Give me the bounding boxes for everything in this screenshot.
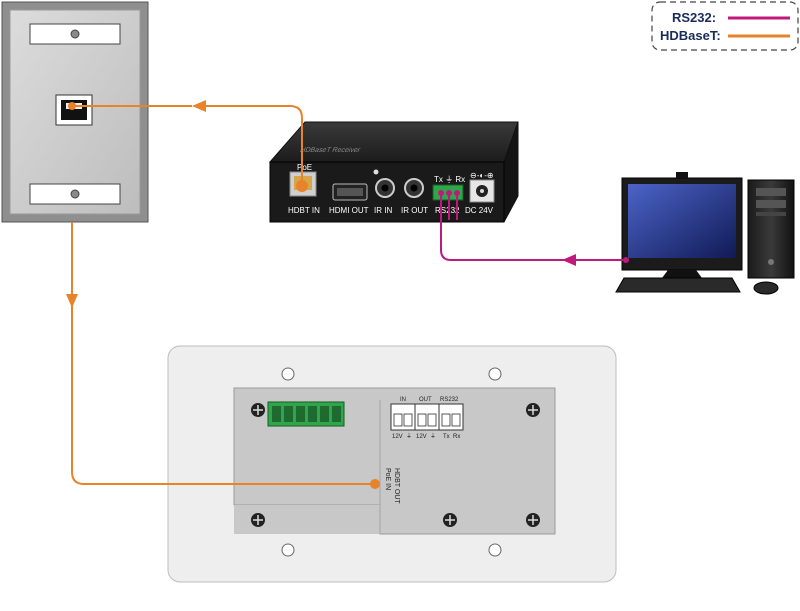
hdbaset-cable-receiver <box>192 100 308 192</box>
screw-hole-bottom <box>70 189 80 199</box>
rs232-label: RS232 <box>435 206 460 215</box>
status-led <box>373 169 379 175</box>
mouse <box>753 281 779 295</box>
computer <box>615 172 795 295</box>
plate-hole-tr <box>488 367 502 381</box>
wp-hdbt-out-label: HDBT OUT <box>393 468 400 504</box>
legend: RS232: HDBaseT: <box>651 1 799 51</box>
wp-poe-in-label: PoE IN <box>384 468 391 490</box>
poe-label: PoE <box>297 163 312 172</box>
rs232-cable <box>440 193 629 266</box>
plate-hole-tl <box>281 367 295 381</box>
plate-hole-bl <box>281 543 295 557</box>
monitor-screen <box>628 184 736 258</box>
wp-pin-label-2: 12V <box>416 434 427 440</box>
hdbaset-receiver: HDBaseT Receiver PoE HDBT IN HDMI OUT IR… <box>268 121 519 223</box>
legend-hdbaset-label: HDBaseT: <box>660 28 721 43</box>
wp-pin-label-4: Tx <box>443 434 450 440</box>
dc-polarity-label: ⊖-◐-⊕ <box>470 171 494 180</box>
keyboard <box>615 277 741 293</box>
ir-out-label: IR OUT <box>401 206 428 215</box>
receiver-top-label: HDBaseT Receiver <box>299 145 362 154</box>
wp-pin-label-1: ⏚ <box>406 433 412 440</box>
hdbaset-cable-wallplate <box>66 222 380 489</box>
wp-rs232-label: RS232 <box>440 397 459 403</box>
hdmi-out-label: HDMI OUT <box>329 206 369 215</box>
wp-out-label: OUT <box>419 397 432 403</box>
hdbaset-cable-jack-link <box>68 102 192 110</box>
hdbt-in-label: HDBT IN <box>288 206 320 215</box>
plate-hole-br <box>488 543 502 557</box>
wp-pin-label-5: Rx <box>453 434 460 440</box>
legend-rs232-label: RS232: <box>672 10 716 25</box>
rs232-pin-label: Tx ⏚ Rx <box>434 175 465 184</box>
ir-in-label: IR IN <box>374 206 392 215</box>
wp-pin-label-0: 12V <box>392 434 403 440</box>
wall-plate-transmitter: IN OUT RS232 12V ⏚ 12V ⏚ Tx Rx PoE IN HD… <box>167 345 617 583</box>
legend-frame <box>651 1 799 51</box>
rj45-wall-plate <box>1 1 149 223</box>
screw-hole-top <box>70 29 80 39</box>
wp-in-label: IN <box>400 397 406 403</box>
dc-label: DC 24V <box>465 206 494 215</box>
wp-pin-label-3: ⏚ <box>430 433 436 440</box>
